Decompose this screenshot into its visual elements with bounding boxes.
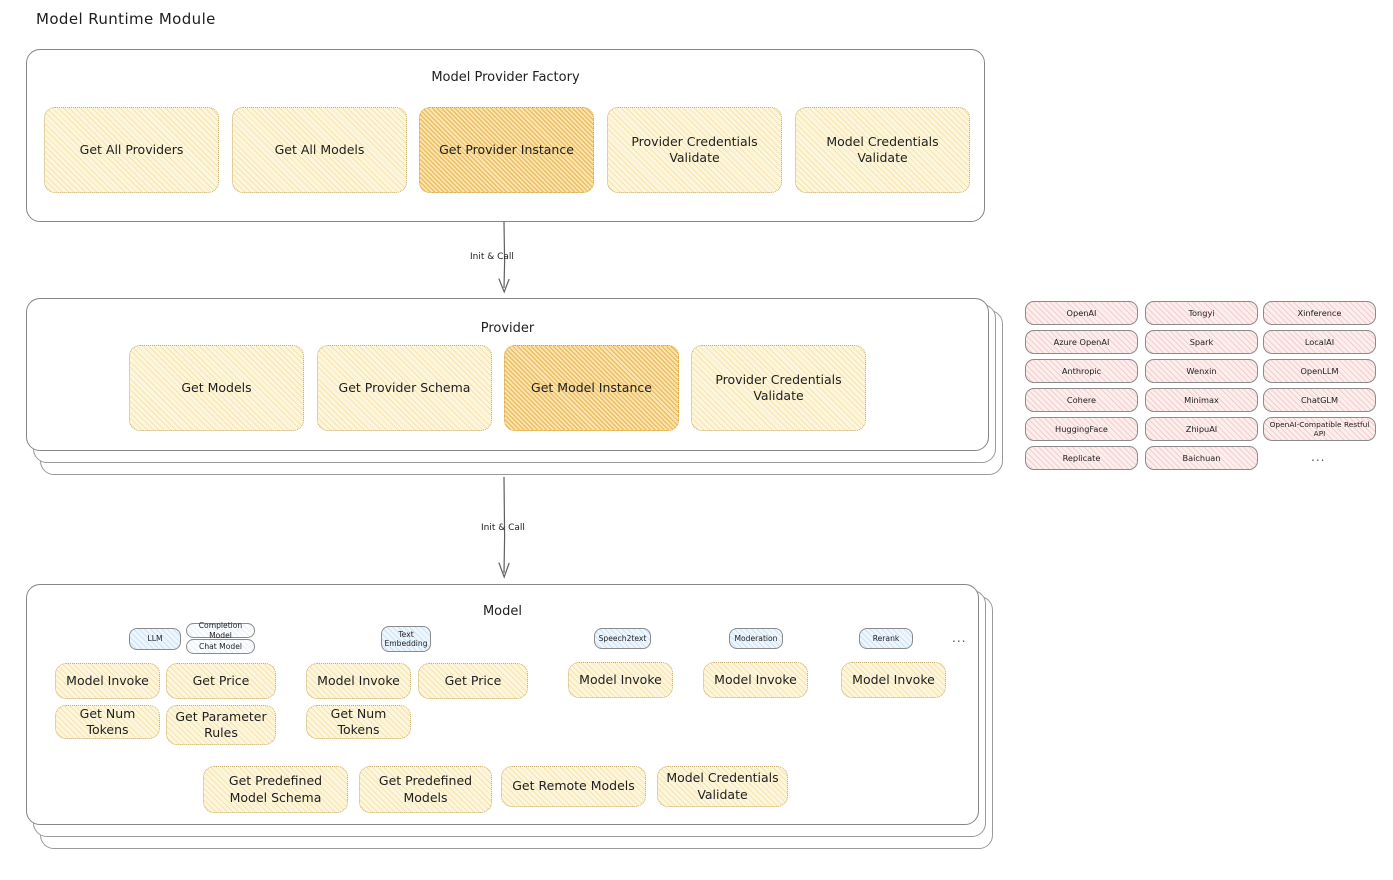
- section-title-factory: Model Provider Factory: [431, 70, 580, 85]
- provider-pill-anthropic[interactable]: Anthropic: [1025, 359, 1138, 383]
- provider-pill-azure-openai[interactable]: Azure OpenAI: [1025, 330, 1138, 354]
- llm-method-get-parameter-rules[interactable]: Get Parameter Rules: [166, 705, 276, 745]
- provider-pill-xinference[interactable]: Xinference: [1263, 301, 1376, 325]
- model-shared-method-model-credentials-validate[interactable]: Model Credentials Validate: [657, 766, 788, 807]
- model-type-badge-rerank[interactable]: Rerank: [859, 628, 913, 649]
- provider-method-get-model-instance[interactable]: Get Model Instance: [504, 345, 679, 431]
- text-embedding-method-model-invoke[interactable]: Model Invoke: [306, 663, 411, 699]
- provider-pill-baichuan[interactable]: Baichuan: [1145, 446, 1258, 470]
- provider-list-ellipsis: ...: [1311, 450, 1326, 464]
- provider-pill-chatglm[interactable]: ChatGLM: [1263, 388, 1376, 412]
- llm-method-model-invoke[interactable]: Model Invoke: [55, 663, 160, 699]
- provider-pill-zhipuai[interactable]: ZhipuAI: [1145, 417, 1258, 441]
- provider-pill-openai-compatible-restful-api[interactable]: OpenAI-Compatible Restful API: [1263, 417, 1376, 441]
- connector-factory-to-provider: [498, 222, 510, 294]
- speech2text-method-model-invoke[interactable]: Model Invoke: [568, 662, 673, 698]
- provider-pill-openllm[interactable]: OpenLLM: [1263, 359, 1376, 383]
- provider-method-get-models[interactable]: Get Models: [129, 345, 304, 431]
- provider-pill-localai[interactable]: LocalAI: [1263, 330, 1376, 354]
- factory-method-model-credentials-validate[interactable]: Model Credentials Validate: [795, 107, 970, 193]
- llm-method-get-num-tokens[interactable]: Get Num Tokens: [55, 705, 160, 739]
- model-types-ellipsis: ...: [952, 631, 967, 645]
- provider-pill-huggingface[interactable]: HuggingFace: [1025, 417, 1138, 441]
- factory-method-provider-credentials-validate[interactable]: Provider Credentials Validate: [607, 107, 782, 193]
- model-shared-method-get-remote-models[interactable]: Get Remote Models: [501, 766, 646, 807]
- model-type-badge-moderation[interactable]: Moderation: [729, 628, 783, 649]
- model-shared-method-get-predefined-model-schema[interactable]: Get Predefined Model Schema: [203, 766, 348, 813]
- factory-method-get-all-models[interactable]: Get All Models: [232, 107, 407, 193]
- provider-pill-openai[interactable]: OpenAI: [1025, 301, 1138, 325]
- connector-label-init-call-1: Init & Call: [470, 252, 514, 262]
- factory-method-get-provider-instance[interactable]: Get Provider Instance: [419, 107, 594, 193]
- text-embedding-method-get-num-tokens[interactable]: Get Num Tokens: [306, 705, 411, 739]
- text-embedding-method-get-price[interactable]: Get Price: [418, 663, 528, 699]
- model-type-badge-speech2text[interactable]: Speech2text: [594, 628, 651, 649]
- rerank-method-model-invoke[interactable]: Model Invoke: [841, 662, 946, 698]
- provider-pill-cohere[interactable]: Cohere: [1025, 388, 1138, 412]
- provider-pill-spark[interactable]: Spark: [1145, 330, 1258, 354]
- model-type-subbadge-completion-model[interactable]: Completion Model: [186, 621, 255, 640]
- factory-method-get-all-providers[interactable]: Get All Providers: [44, 107, 219, 193]
- provider-method-get-provider-schema[interactable]: Get Provider Schema: [317, 345, 492, 431]
- model-shared-method-get-predefined-models[interactable]: Get Predefined Models: [359, 766, 492, 813]
- provider-pill-minimax[interactable]: Minimax: [1145, 388, 1258, 412]
- section-title-model: Model: [482, 604, 523, 619]
- llm-method-get-price[interactable]: Get Price: [166, 663, 276, 699]
- model-type-subbadge-chat-model[interactable]: Chat Model: [186, 639, 255, 654]
- section-title-provider: Provider: [480, 321, 535, 336]
- page-title: Model Runtime Module: [36, 10, 216, 28]
- provider-pill-tongyi[interactable]: Tongyi: [1145, 301, 1258, 325]
- connector-label-init-call-2: Init & Call: [481, 523, 525, 533]
- provider-pill-replicate[interactable]: Replicate: [1025, 446, 1138, 470]
- provider-method-provider-credentials-validate[interactable]: Provider Credentials Validate: [691, 345, 866, 431]
- connector-provider-to-model: [498, 477, 510, 579]
- moderation-method-model-invoke[interactable]: Model Invoke: [703, 662, 808, 698]
- model-type-badge-text-embedding[interactable]: Text Embedding: [381, 626, 431, 652]
- provider-pill-wenxin[interactable]: Wenxin: [1145, 359, 1258, 383]
- model-type-badge-llm[interactable]: LLM: [129, 628, 181, 650]
